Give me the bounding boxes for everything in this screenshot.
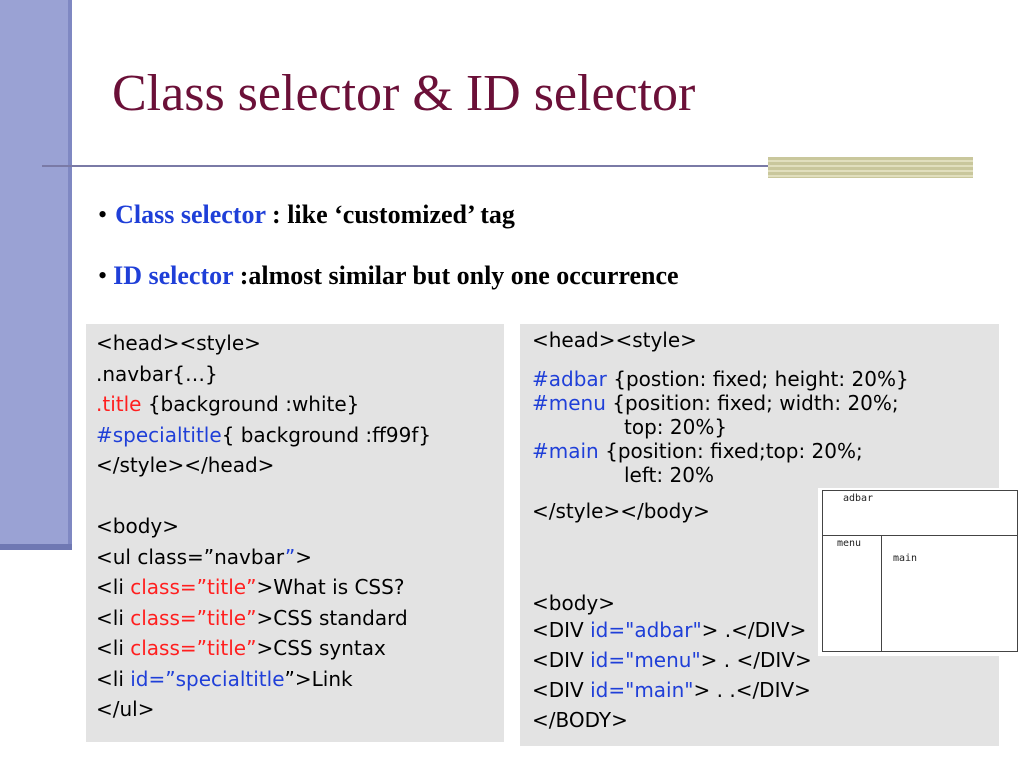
code-text: >What is CSS? — [256, 575, 405, 599]
code-class-attr: class=”title” — [130, 575, 257, 599]
bullet-text: : like ‘customized’ tag — [265, 200, 515, 229]
code-text: {background :white} — [141, 392, 360, 416]
bullet-id-selector: •ID selector :almost similar but only on… — [98, 261, 679, 291]
code-line: .title {background :white} — [96, 389, 494, 420]
code-line: #main {position: fixed;top: 20%; — [532, 439, 987, 463]
code-line: #menu {position: fixed; width: 20%; — [532, 391, 987, 415]
code-selector: #specialtitle — [96, 422, 222, 447]
code-text: {position: fixed; width: 20%; — [605, 391, 899, 415]
diagram-adbar-label: adbar — [843, 493, 874, 504]
code-line: <li class=”title”>CSS syntax — [96, 633, 494, 664]
code-text: ”>Link — [284, 666, 353, 691]
code-text: <DIV — [532, 618, 591, 642]
bullet-term: ID selector — [113, 261, 234, 290]
code-line: left: 20% — [624, 463, 714, 487]
right-code-example: <head><style> #adbar {postion: fixed; he… — [520, 324, 999, 746]
code-text: > .</DIV> — [701, 618, 807, 642]
code-line: <body> — [532, 591, 615, 615]
code-text: {postion: fixed; height: 20%} — [606, 367, 909, 391]
code-text: >CSS syntax — [256, 636, 386, 660]
code-id-attr: id="main" — [590, 678, 694, 702]
code-text: <li — [96, 636, 131, 660]
code-class-attr: class=”title” — [130, 636, 257, 660]
code-text: <li — [96, 666, 131, 691]
code-text: <li — [96, 575, 131, 599]
code-selector: #main — [532, 439, 599, 463]
code-line: <head><style> — [96, 331, 261, 355]
diagram-menu-region: menu — [823, 536, 882, 651]
code-line: <li class=”title”>CSS standard — [96, 603, 494, 634]
bullet-class-selector: •Class selector : like ‘customized’ tag — [98, 200, 515, 230]
code-text: { background :ff99f} — [221, 422, 432, 447]
code-text: {position: fixed;top: 20%; — [598, 439, 863, 463]
code-id-attr: id=”specialtitle — [130, 666, 285, 691]
code-id-attr: id="adbar" — [590, 618, 702, 642]
code-line: <li id=”specialtitle”>Link — [96, 664, 494, 695]
code-selector: .title — [96, 392, 142, 416]
code-line: #specialtitle{ background :ff99f} — [96, 420, 494, 451]
title-accent-block — [768, 157, 973, 178]
bullet-dot: • — [98, 200, 108, 229]
slide-title: Class selector & ID selector — [112, 65, 696, 122]
code-line: <li class=”title”>What is CSS? — [96, 572, 494, 603]
code-text: <DIV — [532, 678, 591, 702]
title-divider — [42, 165, 972, 167]
code-text: > . </DIV> — [700, 648, 812, 672]
left-accent-bar-edge — [68, 0, 72, 550]
layout-diagram: adbar menu main — [818, 488, 1024, 656]
code-line: #adbar {postion: fixed; height: 20%} — [532, 367, 987, 391]
left-accent-bar — [0, 0, 68, 548]
code-line: top: 20%} — [624, 415, 728, 439]
code-selector: #adbar — [532, 367, 607, 391]
code-selector: #menu — [532, 391, 606, 415]
code-line: </BODY> — [532, 708, 628, 732]
code-text: > — [295, 544, 313, 569]
diagram-frame: adbar menu main — [822, 490, 1018, 652]
code-text: <DIV — [532, 648, 591, 672]
code-text: >CSS standard — [256, 605, 408, 630]
diagram-main-label: main — [893, 553, 918, 564]
code-line: <head><style> — [532, 328, 697, 352]
code-class-attr: class=”title” — [130, 605, 257, 630]
code-line: <DIV id="menu"> . </DIV> — [532, 645, 987, 675]
bullet-text: :almost similar but only one occurrence — [233, 261, 679, 290]
left-code-example: <head><style> .navbar{…} .title {backgro… — [86, 324, 504, 742]
diagram-menu-label: menu — [837, 538, 862, 549]
code-quote: ” — [284, 544, 296, 569]
code-line: <body> — [96, 514, 179, 538]
code-line: <ul class=”navbar”> — [96, 542, 494, 573]
code-text: <li — [96, 605, 131, 630]
code-blank-line — [96, 481, 494, 512]
code-text: <ul class=”navbar — [96, 544, 285, 569]
code-id-attr: id="menu" — [590, 648, 701, 672]
left-accent-bar-shadow — [0, 544, 72, 550]
code-line: <DIV id="adbar"> .</DIV> — [532, 615, 987, 645]
bullet-dot: • — [98, 261, 108, 290]
diagram-adbar-region: adbar — [823, 491, 1017, 536]
code-text: > . .</DIV> — [693, 678, 811, 702]
bullet-term: Class selector — [115, 200, 266, 229]
code-line: .navbar{…} — [96, 361, 218, 386]
code-line: </style></head> — [96, 453, 275, 477]
code-line: <DIV id="main"> . .</DIV> — [532, 675, 987, 705]
code-line: </ul> — [96, 697, 155, 721]
code-line: </style></body> — [532, 499, 710, 523]
